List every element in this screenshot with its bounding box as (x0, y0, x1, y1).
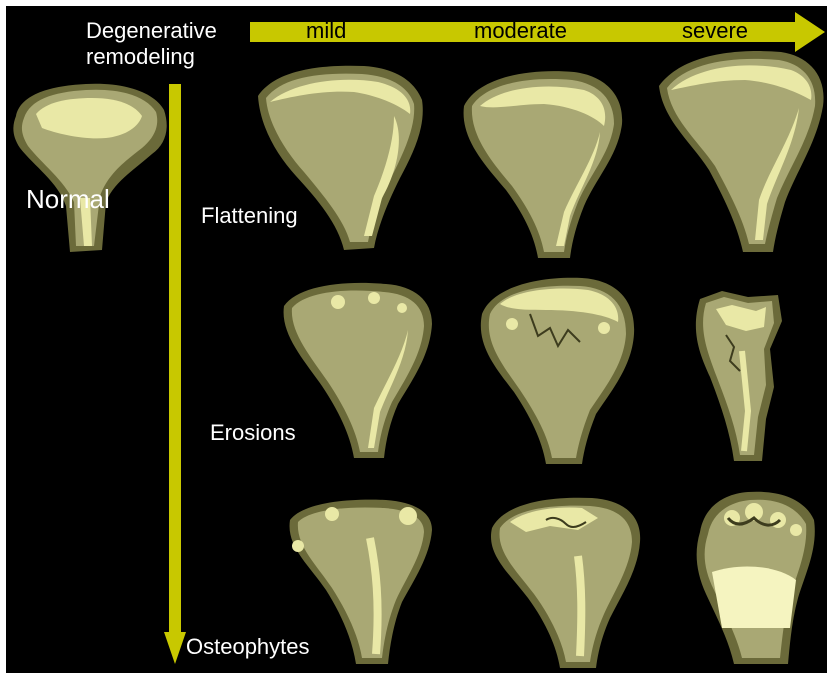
row-label-osteophytes: Osteophytes (186, 634, 310, 660)
bone-normal (6, 78, 176, 258)
bone-osteophytes-moderate (486, 496, 646, 671)
bone-erosions-mild (278, 278, 438, 463)
title-line-1: Degenerative (86, 18, 217, 44)
bone-flattening-moderate (456, 66, 631, 261)
bone-osteophytes-severe (692, 488, 822, 668)
bone-flattening-severe (651, 46, 827, 256)
bone-erosions-severe (686, 291, 791, 466)
figure-title: Degenerative remodeling (86, 18, 217, 70)
bone-erosions-moderate (476, 274, 641, 469)
row-label-flattening: Flattening (201, 203, 298, 229)
figure-canvas: Degenerative remodeling mild moderate se… (6, 6, 827, 673)
row-label-erosions: Erosions (210, 420, 296, 446)
severity-label-moderate: moderate (474, 18, 567, 44)
severity-label-severe: severe (682, 18, 748, 44)
severity-label-mild: mild (306, 18, 346, 44)
title-line-2: remodeling (86, 44, 217, 70)
normal-label: Normal (26, 184, 110, 215)
